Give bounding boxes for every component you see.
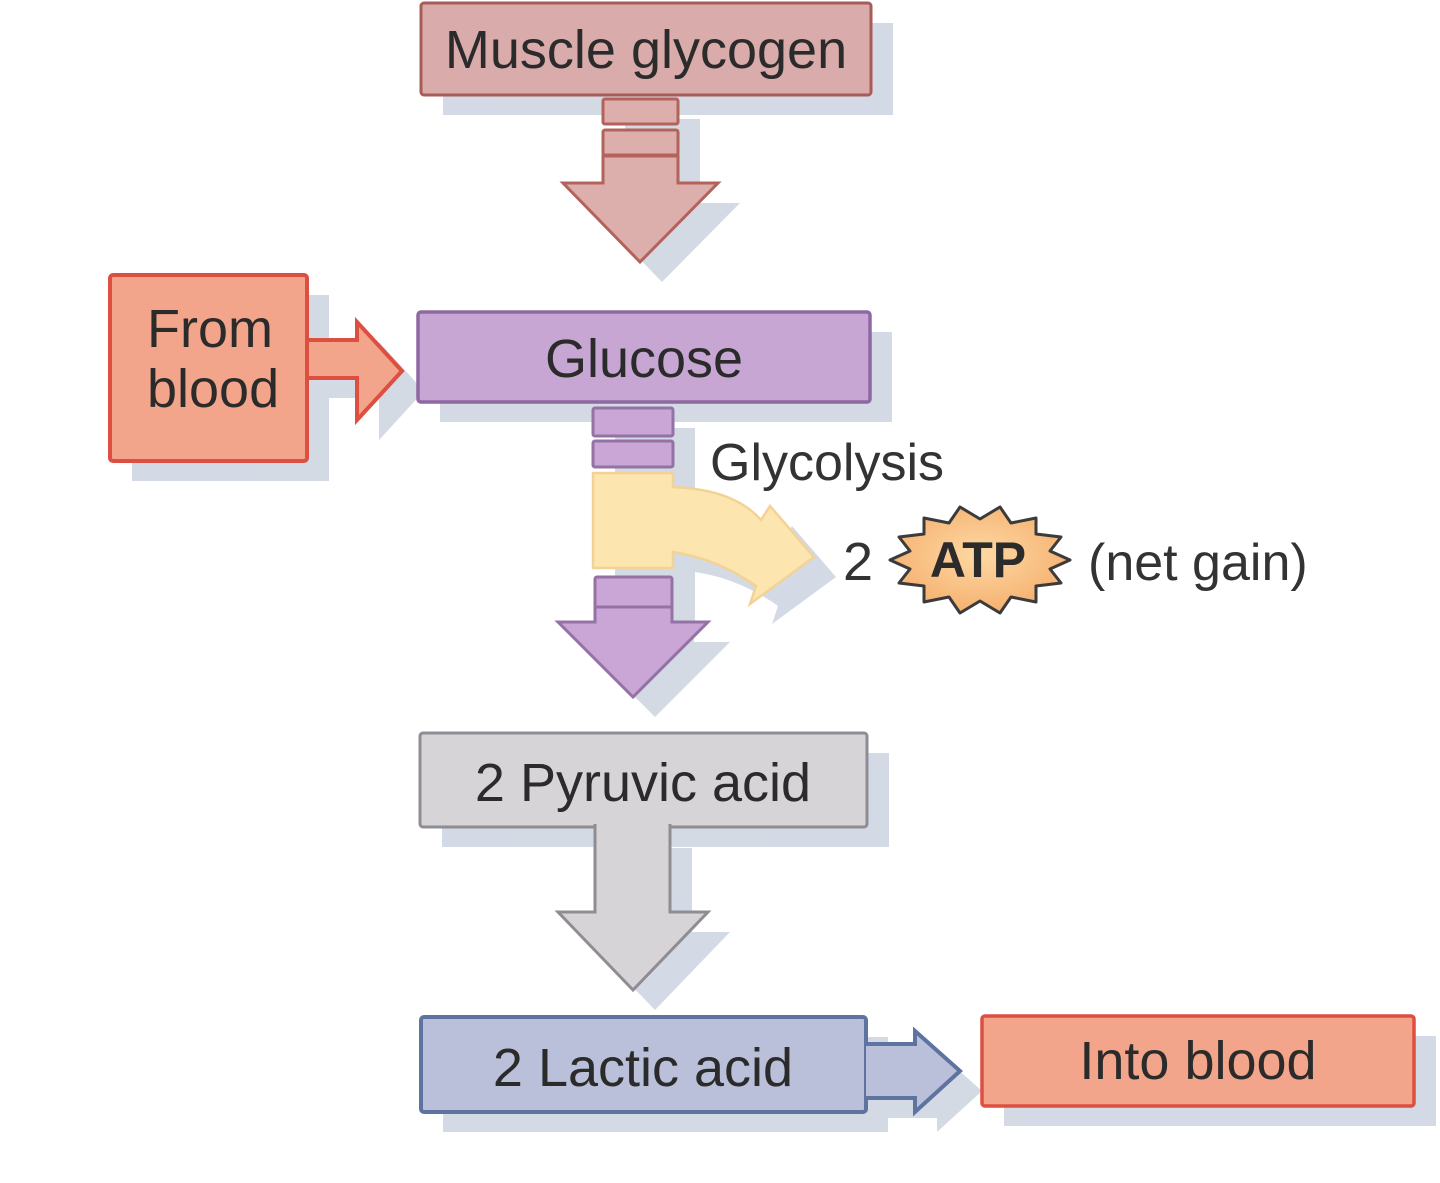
from-blood-label-line1: From [147,299,273,359]
glycolysis-label: Glycolysis [710,434,944,492]
pyruvic-acid-label: 2 Pyruvic acid [475,753,811,813]
arrow-segment [591,406,675,438]
pyruvic-to-lactic-arrow [554,824,712,993]
curved-arrow [591,471,816,608]
atp-count-label: 2 [843,532,873,592]
glycogen-to-glucose-arrow [559,97,722,265]
muscle-glycogen-box [419,1,873,97]
glucose-to-pyruvic-arrow [554,406,712,700]
from-blood-box [108,273,309,463]
muscle-glycogen-label: Muscle glycogen [445,20,847,80]
arrowhead [554,605,712,700]
lactic-acid-label: 2 Lactic acid [493,1038,793,1098]
glucose-box [416,310,872,404]
into-blood-box [980,1014,1416,1108]
arrow-segment [601,128,680,157]
arrow-segment [601,97,680,126]
arrow-outline [866,1026,963,1117]
from-blood-arrow [305,316,405,426]
glucose-label: Glucose [545,329,743,389]
from-blood-label-line2: blood [147,359,279,419]
net-gain-label: (net gain) [1088,534,1308,592]
atp-burst [888,505,1072,615]
arrow-outline [554,824,712,993]
atp-branch-arrow [591,471,816,608]
arrowhead [559,154,722,265]
arrowhead [305,316,405,426]
into-blood-label: Into blood [1079,1031,1316,1091]
lactic-to-blood-arrow [866,1026,963,1117]
atp-label: ATP [930,532,1026,588]
arrow-segment [591,439,675,469]
arrow-segment [593,575,674,609]
